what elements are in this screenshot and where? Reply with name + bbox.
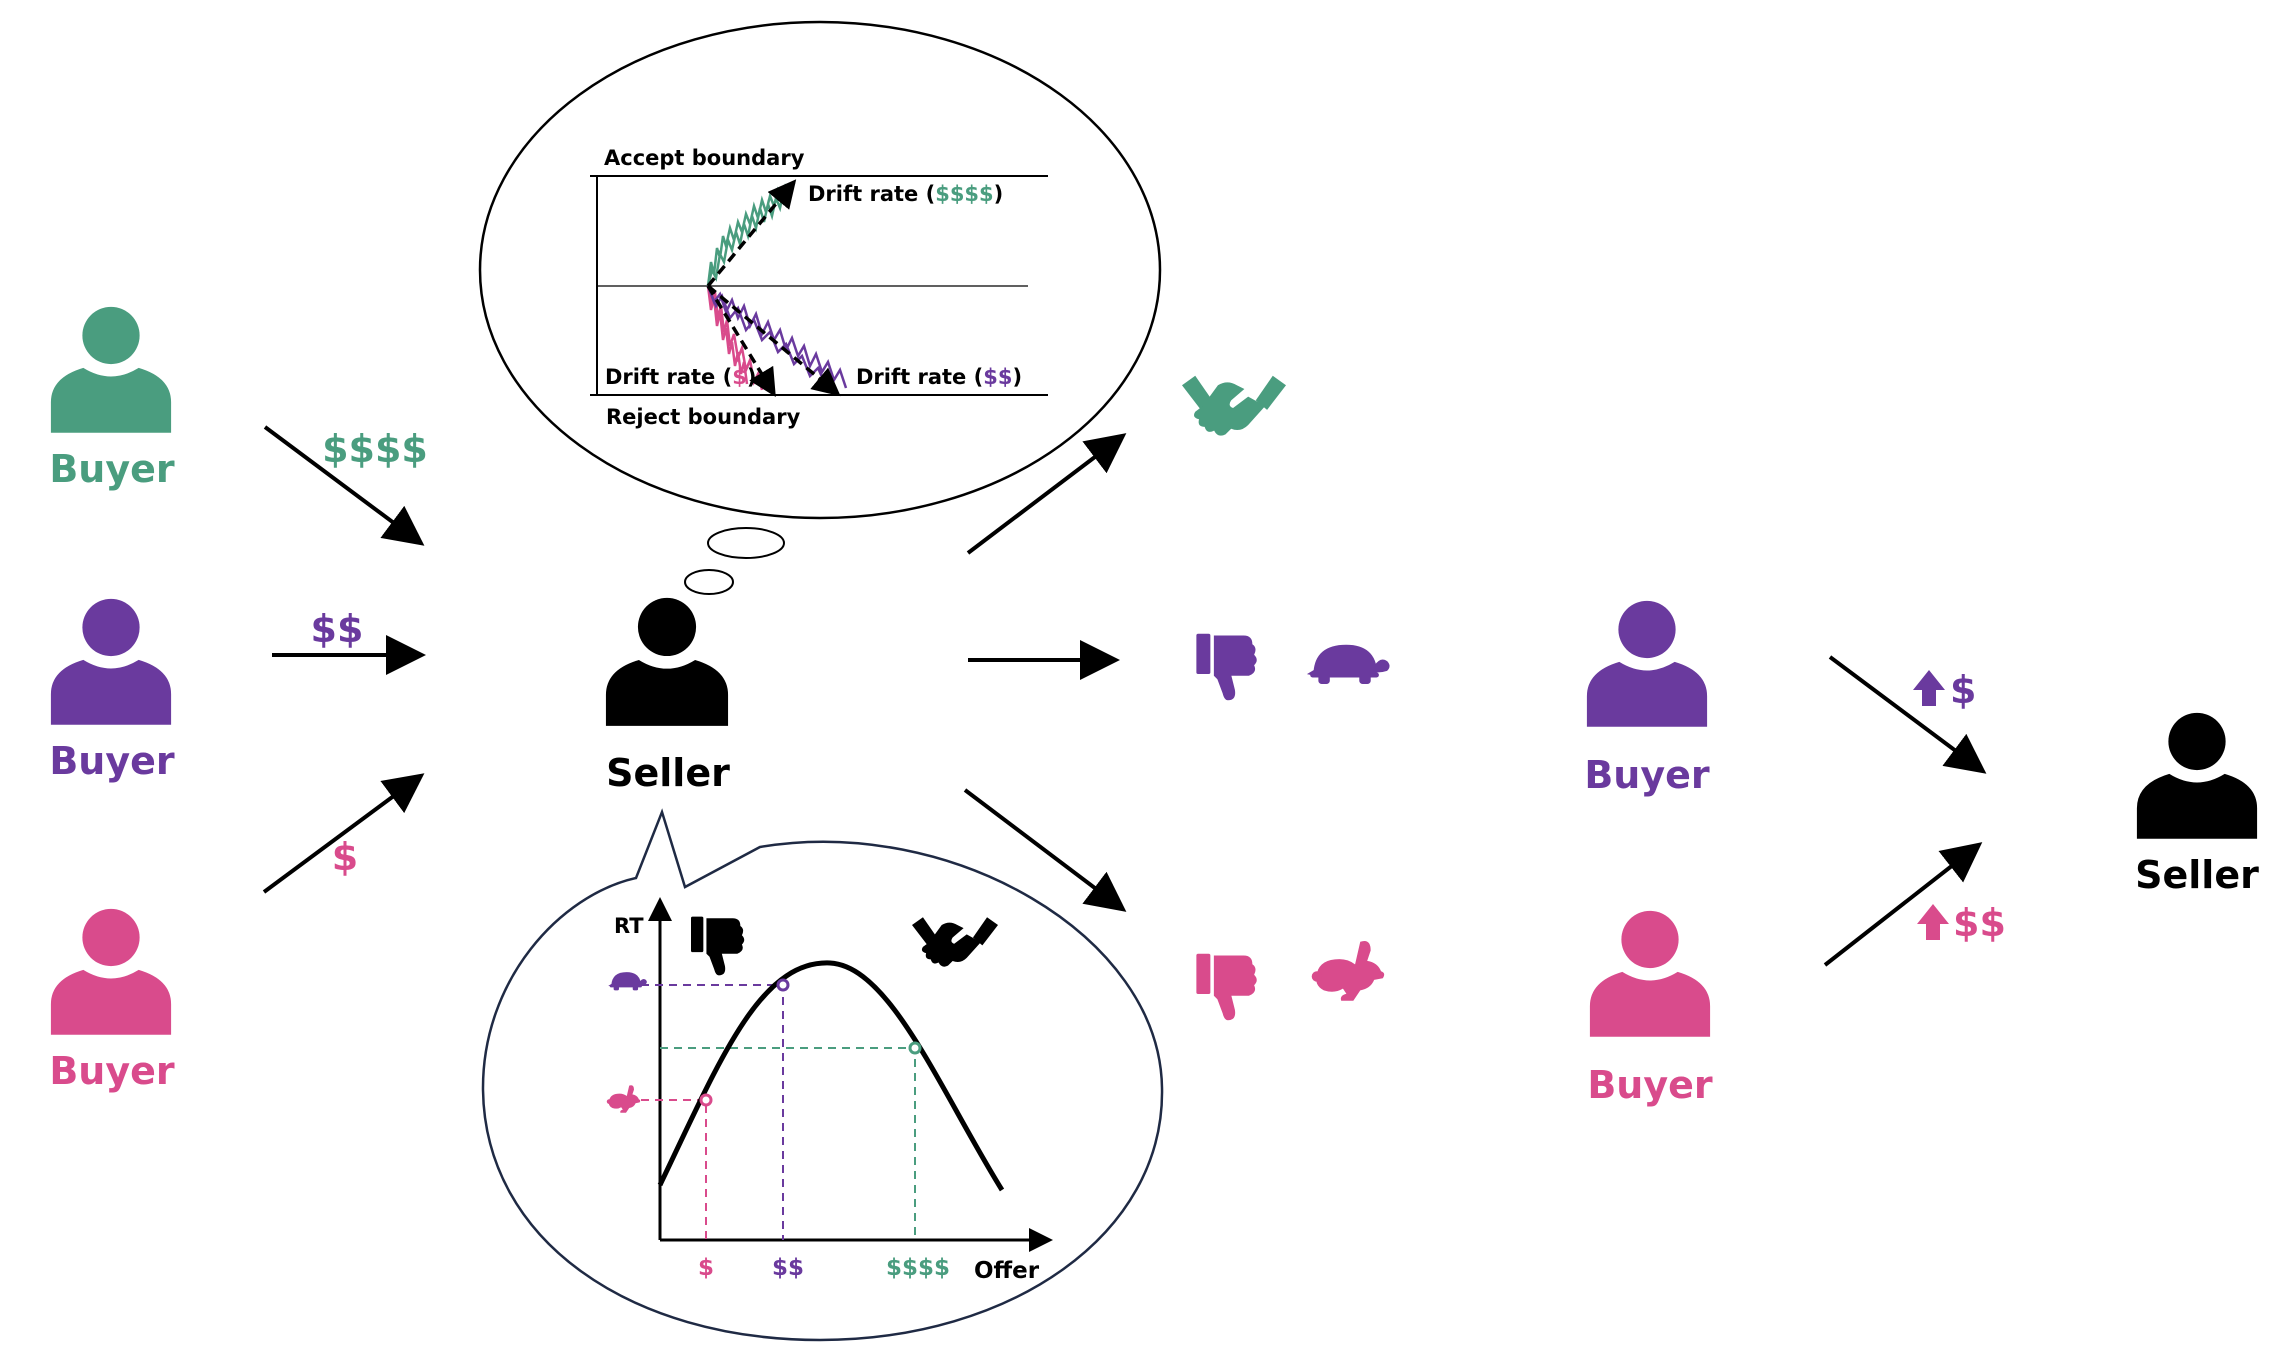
speech-bubble-outline (481, 808, 1164, 1342)
outcome-arrow-reject-fast (963, 788, 1127, 912)
person-icon (50, 598, 172, 725)
buyer-pink: Buyer (49, 908, 175, 1093)
reject-boundary-label: Reject boundary (606, 405, 801, 429)
point-low (699, 1093, 713, 1107)
person-icon (1586, 600, 1708, 727)
increase-arrow-purple (1828, 655, 1987, 774)
accept-boundary-label: Accept boundary (604, 146, 805, 170)
thought-bubble-ddm: Accept boundary Reject boundary Drift ra… (478, 20, 1162, 520)
offer-mid-label: $$ (311, 607, 364, 651)
thought-bubble-outline (478, 20, 1162, 520)
second-buyer-pink-label: Buyer (1587, 1063, 1713, 1107)
thought-dot-small (684, 569, 734, 595)
seller-right-label: Seller (2135, 853, 2259, 897)
increase-label-purple: $ (1950, 668, 1976, 712)
buyer-green-label: Buyer (49, 447, 175, 491)
tick-high: $$$$ (886, 1255, 950, 1281)
rt-curve (657, 960, 1005, 1192)
tick-mid: $$ (772, 1255, 804, 1281)
offer-low-label: $ (332, 835, 358, 879)
rt-axis-label: RT (614, 914, 644, 938)
drift-arrow-low (706, 285, 776, 397)
buyer-pink-label: Buyer (49, 1049, 175, 1093)
tick-low: $ (698, 1255, 714, 1281)
point-high (908, 1041, 922, 1055)
handshake-icon (1182, 375, 1286, 436)
buyer-green: Buyer (49, 306, 175, 491)
offer-arrow-low (262, 773, 425, 894)
guide-low (641, 1099, 707, 1240)
turtle-icon (1306, 644, 1390, 684)
second-buyer-purple-label: Buyer (1584, 753, 1710, 797)
outcome-arrow-accept (966, 433, 1127, 555)
drift-arrow-mid (706, 284, 841, 397)
buyer-purple: Buyer (49, 598, 175, 783)
second-buyer-purple: Buyer (1584, 600, 1710, 797)
drift-label-low: Drift rate ($) (605, 365, 756, 389)
drift-label-mid: Drift rate ($$) (856, 365, 1022, 389)
offer-high-label: $$$$ (322, 427, 428, 471)
point-mid (776, 978, 790, 992)
buyer-purple-label: Buyer (49, 739, 175, 783)
increase-label-pink: $$ (1953, 901, 2006, 945)
up-arrow-icon (1913, 670, 1945, 706)
person-icon (50, 306, 172, 433)
offer-axis-label: Offer (974, 1258, 1040, 1284)
offer-arrow-high (263, 425, 425, 546)
speech-bubble-rt: RT Offer $ $$ $$$$ (481, 808, 1164, 1342)
seller-label: Seller (606, 751, 730, 795)
thumbs-down-icon (1196, 953, 1257, 1021)
seller-right: Seller (2135, 712, 2259, 897)
rabbit-icon (1311, 941, 1385, 1001)
increase-arrow-pink (1823, 842, 1983, 967)
thumbs-down-icon (1196, 633, 1257, 701)
drift-arrow-high (706, 179, 797, 288)
seller-center: Seller (605, 597, 730, 795)
person-icon (605, 597, 729, 726)
person-icon (50, 908, 172, 1035)
thought-dot-medium (707, 527, 785, 559)
drift-label-high: Drift rate ($$$$) (808, 182, 1003, 206)
up-arrow-icon (1917, 904, 1949, 940)
person-icon (1589, 910, 1711, 1037)
second-buyer-pink: Buyer (1587, 910, 1713, 1107)
person-icon (2136, 712, 2258, 839)
